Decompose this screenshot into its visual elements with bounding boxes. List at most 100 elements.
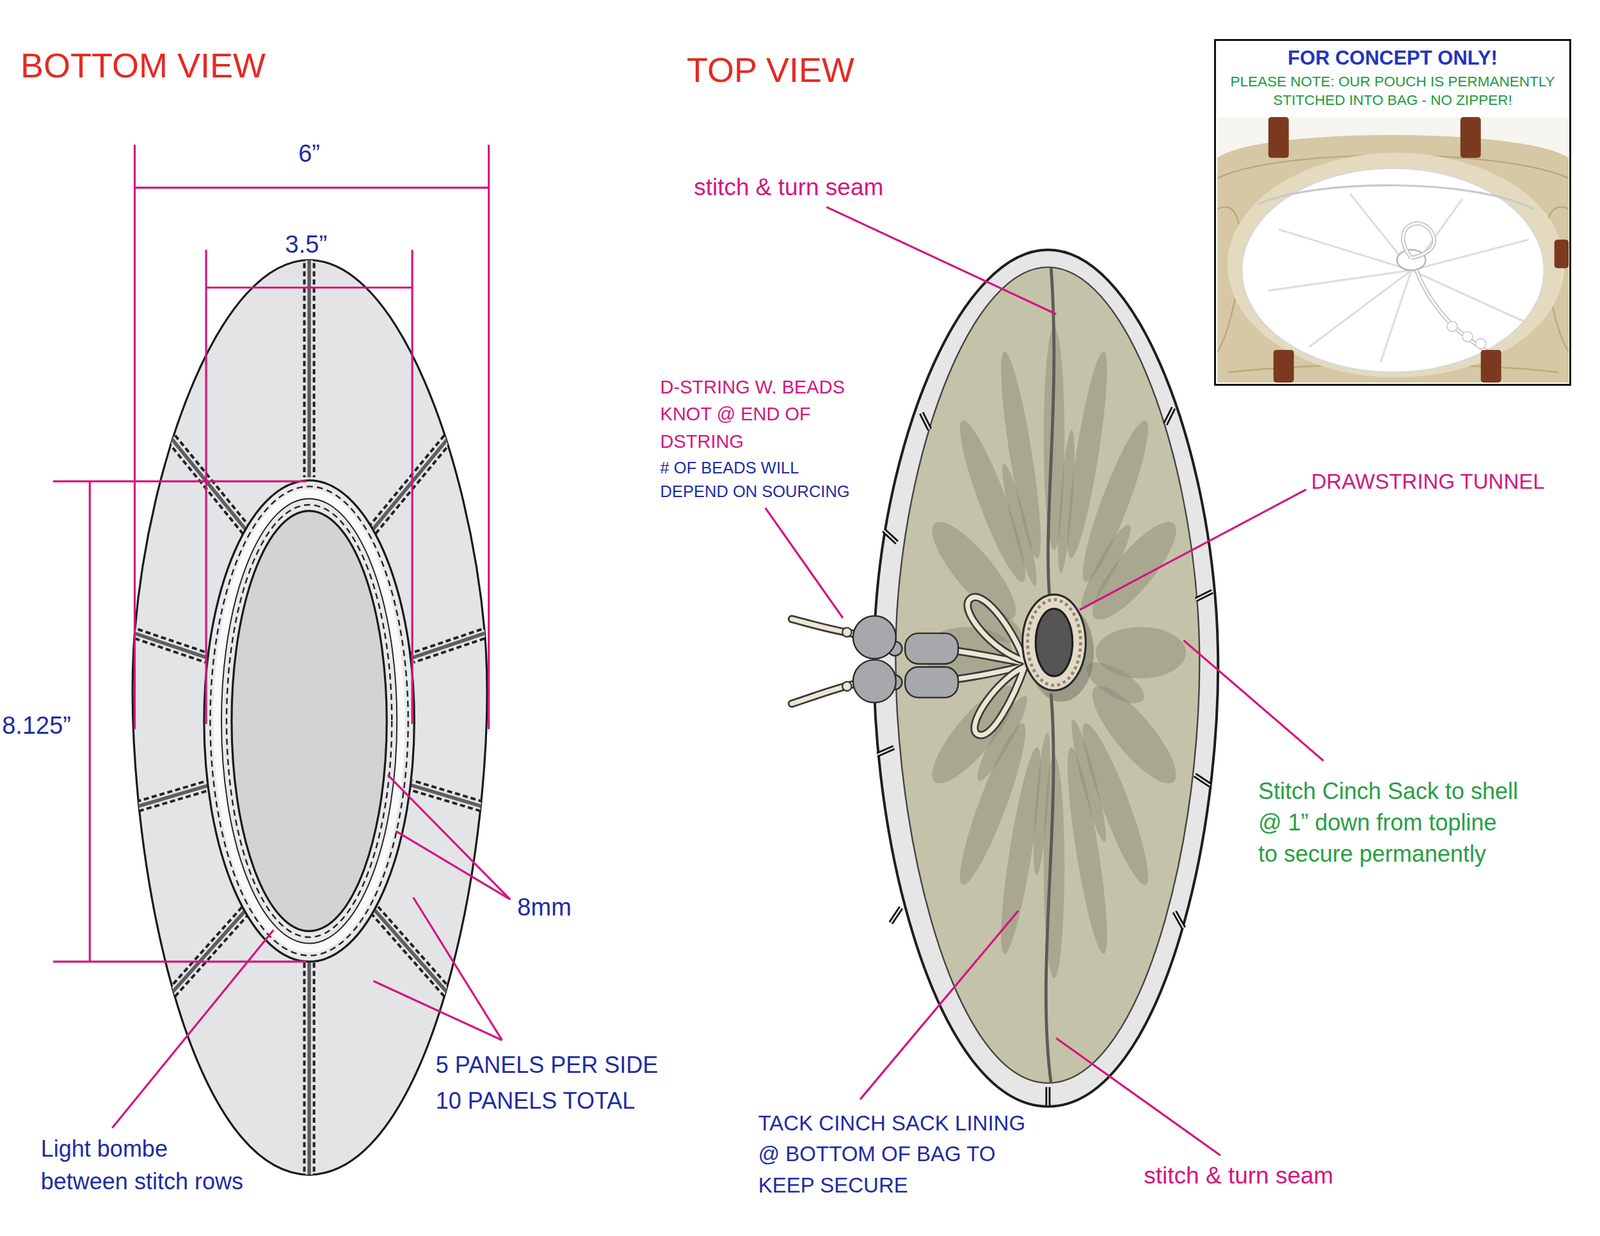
drawstring-tunnel: [1022, 594, 1095, 702]
drawstring-cord: [842, 682, 852, 692]
beads: [853, 616, 896, 660]
dimension-label: 3.5”: [285, 231, 328, 259]
notch-marks: [1165, 408, 1174, 425]
box-text-group: FOR CONCEPT ONLY!PLEASE NOTE: OUR POUCH …: [1219, 46, 1566, 111]
panel-seams: [128, 255, 491, 1184]
bow-loops: [974, 667, 1025, 736]
callout-note: D-STRING W. BEADS KNOT @ END OF DSTRING: [660, 373, 848, 457]
callout-note: Stitch Cinch Sack to shell @ 1” down fro…: [1258, 775, 1520, 871]
concept-photo: [1416, 270, 1488, 352]
concept-photo: [1402, 223, 1488, 352]
panel-seams: [128, 631, 208, 658]
panel-seams: [129, 785, 209, 809]
gather-folds: [1054, 427, 1079, 576]
top-view-shell: [1165, 408, 1174, 425]
concept-photo: [1480, 350, 1502, 383]
dimension-lines: [53, 961, 306, 964]
concept-photo: [1475, 338, 1487, 349]
drawstring-tunnel: [1035, 609, 1072, 677]
dimension-lines: [53, 480, 306, 483]
leader-lines: [826, 207, 1056, 315]
concept-photo: [1462, 331, 1473, 342]
bottom-view-shell: [128, 255, 491, 1184]
notch-marks: [890, 908, 902, 924]
base-oval: [231, 511, 387, 932]
leader-lines: [1183, 640, 1323, 761]
notch-marks: [1174, 912, 1184, 929]
dimension-lines: [206, 286, 413, 289]
concept-photo: [1217, 117, 1569, 383]
notch-marks: [1194, 775, 1211, 786]
concept-photo: [1402, 223, 1435, 258]
top-view-shell: [1174, 912, 1184, 929]
drawstring-cord: [842, 627, 852, 637]
notch-marks: [1045, 1087, 1051, 1106]
concept-photo: [1554, 240, 1569, 269]
base-oval: [209, 486, 408, 956]
concept-photo: [1268, 117, 1289, 159]
top-view-shell: [921, 413, 930, 431]
panel-seams: [128, 631, 208, 658]
concept-photo: [1258, 185, 1535, 210]
gather-folds: [997, 455, 1041, 594]
panel-seams: [412, 631, 491, 658]
panel-seams: [171, 908, 249, 994]
gather-folds: [1078, 514, 1135, 621]
leader-lines: [396, 831, 511, 900]
base-oval: [204, 480, 415, 962]
panel-seams: [128, 255, 491, 1184]
concept-photo: [1217, 135, 1569, 383]
gather-folds: [1067, 712, 1111, 850]
leader-lines: [1056, 1038, 1221, 1156]
panel-seams: [128, 255, 491, 1184]
beads: [904, 667, 959, 699]
panel-seams: [307, 963, 312, 1184]
concept-photo: [1416, 270, 1488, 352]
concept-photo: [1447, 321, 1458, 332]
dimension-lines: [411, 250, 414, 725]
panel-seams: [171, 438, 249, 533]
panel-seams: [412, 631, 491, 658]
callout-note: stitch & turn seam: [693, 174, 884, 202]
view-heading: TOP VIEW: [686, 49, 855, 91]
bow-loops: [967, 597, 1025, 662]
concept-photo: [1402, 223, 1488, 352]
dimension-lines: [134, 186, 489, 189]
dimension-lines: [88, 481, 91, 962]
concept-photo: [1460, 117, 1481, 159]
top-view-shell: [877, 747, 895, 755]
panel-seams: [171, 438, 249, 533]
callout-note: stitch & turn seam: [1143, 1162, 1334, 1191]
panel-seams: [129, 785, 209, 809]
panel-seams: [370, 438, 448, 533]
panel-seams: [171, 908, 249, 994]
concept-photo: [1309, 270, 1412, 347]
dimension-lines: [133, 144, 136, 729]
leader-lines: [765, 508, 843, 619]
base-oval: [226, 504, 392, 938]
concept-photo: [1217, 117, 1569, 383]
bow-loops: [974, 667, 1025, 736]
drawstring-tunnel: [1022, 594, 1087, 691]
concept-photo: [1278, 229, 1412, 271]
callout-note: # OF BEADS WILL DEPEND ON SOURCING: [660, 456, 854, 504]
dimension-lines: [53, 144, 489, 962]
box-heading: FOR CONCEPT ONLY!: [1219, 46, 1566, 70]
concept-photo: [1273, 350, 1295, 383]
top-view-shell: [890, 908, 902, 924]
concept-photo: [1447, 321, 1487, 349]
top-view-shell: [895, 267, 1200, 1084]
notch-marks: [877, 747, 895, 755]
top-view-shell: [883, 530, 898, 543]
panel-seams: [372, 908, 448, 994]
beads: [853, 616, 959, 703]
panel-seams: [411, 785, 491, 809]
dimension-label: 6”: [298, 140, 320, 168]
notch-marks: [921, 413, 930, 431]
panel-seams: [370, 438, 448, 533]
top-view-shell: [873, 250, 1218, 1108]
leader-lines: [373, 981, 503, 1040]
base-oval: [217, 494, 402, 950]
dimension-label: 8.125”: [1, 712, 72, 740]
